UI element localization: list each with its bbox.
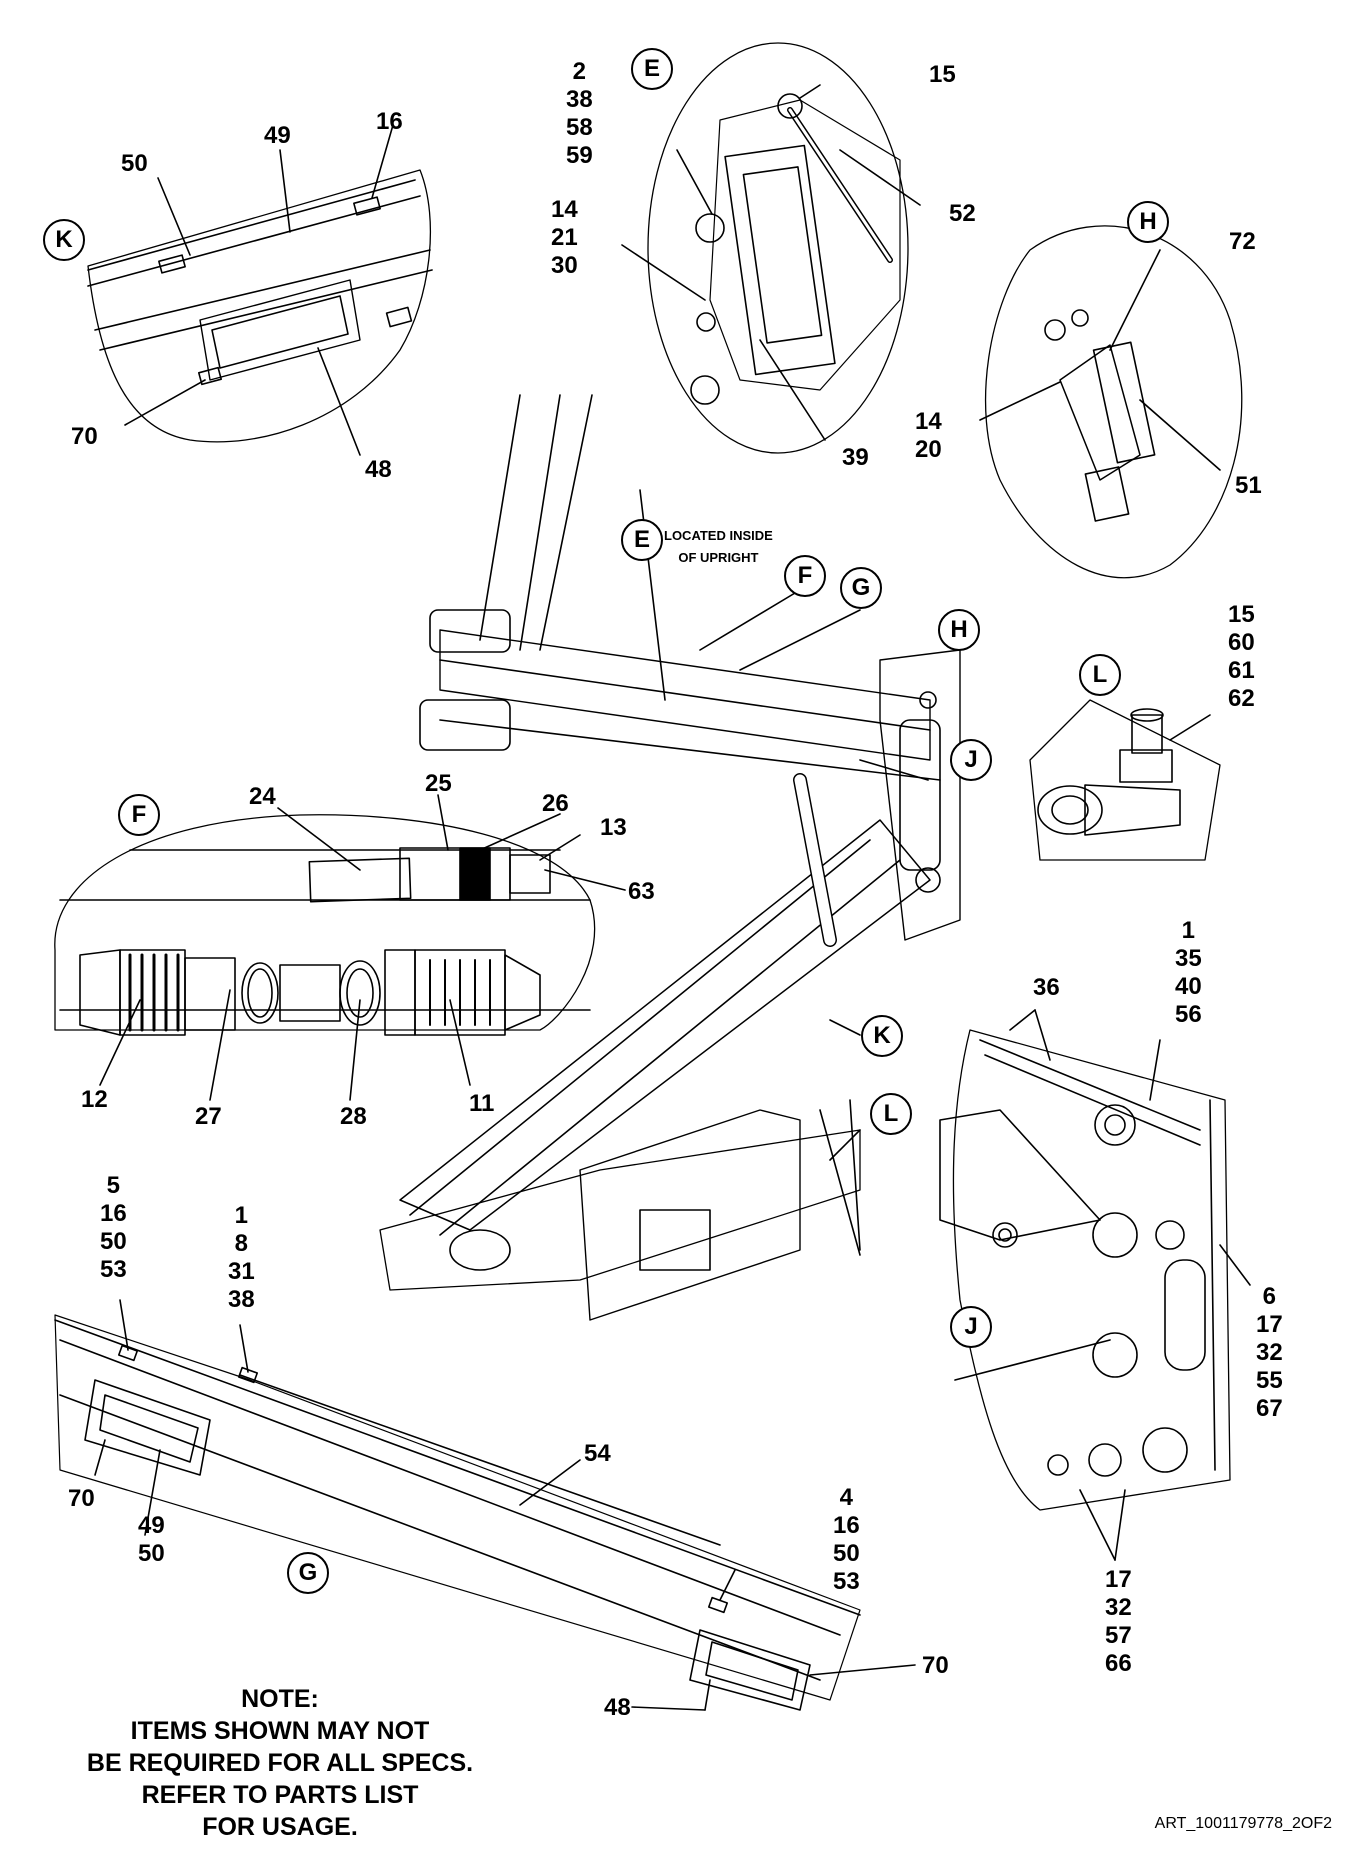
callout-j-main: J bbox=[950, 739, 992, 781]
callout-e-detail: E bbox=[631, 48, 673, 90]
label-g-54: 54 bbox=[584, 1440, 611, 1467]
label-e-stack-a: 2 38 58 59 bbox=[566, 58, 593, 169]
label-g-70-left: 70 bbox=[68, 1485, 95, 1512]
callout-e-main: E bbox=[621, 519, 663, 561]
detail-g-view bbox=[55, 1300, 915, 1710]
label-k-16: 16 bbox=[376, 108, 403, 135]
label-g-48: 48 bbox=[604, 1694, 631, 1721]
label-j-stack-right: 6 17 32 55 67 bbox=[1256, 1283, 1283, 1422]
label-f-28: 28 bbox=[340, 1103, 367, 1130]
callout-h-detail: H bbox=[1127, 201, 1169, 243]
label-k-48: 48 bbox=[365, 456, 392, 483]
callout-k-detail: K bbox=[43, 219, 85, 261]
label-j-36: 36 bbox=[1033, 974, 1060, 1001]
detail-f-view bbox=[55, 795, 625, 1100]
label-k-49: 49 bbox=[264, 122, 291, 149]
detail-j-view bbox=[940, 1010, 1250, 1560]
usage-note: NOTE: ITEMS SHOWN MAY NOT BE REQUIRED FO… bbox=[86, 1685, 474, 1841]
callout-l-detail: L bbox=[1079, 654, 1121, 696]
label-g-stack-49: 49 50 bbox=[138, 1512, 165, 1567]
label-h-51: 51 bbox=[1235, 472, 1262, 499]
detail-k-view bbox=[88, 125, 432, 455]
callout-f-detail: F bbox=[118, 794, 160, 836]
label-h-stack: 14 20 bbox=[915, 408, 942, 463]
label-e-39: 39 bbox=[842, 444, 869, 471]
label-f-11: 11 bbox=[469, 1090, 495, 1117]
label-k-70: 70 bbox=[71, 423, 98, 450]
label-f-25: 25 bbox=[425, 770, 452, 797]
callout-g-detail: G bbox=[287, 1552, 329, 1594]
located-inside-note: LOCATED INSIDE OF UPRIGHT bbox=[664, 528, 773, 565]
label-f-26: 26 bbox=[542, 790, 569, 817]
label-g-stack-right: 4 16 50 53 bbox=[833, 1484, 860, 1595]
callout-f-main: F bbox=[784, 555, 826, 597]
label-f-12: 12 bbox=[81, 1086, 108, 1113]
label-g-70-right: 70 bbox=[922, 1652, 949, 1679]
label-k-50: 50 bbox=[121, 150, 148, 177]
callout-k-main: K bbox=[861, 1015, 903, 1057]
callout-h-main: H bbox=[938, 609, 980, 651]
detail-l-view bbox=[1030, 700, 1220, 860]
label-j-stack-bottom: 17 32 57 66 bbox=[1105, 1566, 1132, 1677]
label-f-24: 24 bbox=[249, 783, 276, 810]
label-e-52: 52 bbox=[949, 200, 976, 227]
label-g-stack-mid: 1 8 31 38 bbox=[228, 1202, 255, 1313]
callout-g-main: G bbox=[840, 567, 882, 609]
label-f-27: 27 bbox=[195, 1103, 222, 1130]
label-j-stack-top: 1 35 40 56 bbox=[1175, 917, 1202, 1028]
label-h-72: 72 bbox=[1229, 228, 1256, 255]
label-f-13: 13 bbox=[600, 814, 627, 841]
label-g-stack-left: 5 16 50 53 bbox=[100, 1172, 127, 1283]
label-e-stack-b: 14 21 30 bbox=[551, 196, 578, 279]
callout-l-main: L bbox=[870, 1093, 912, 1135]
label-f-63: 63 bbox=[628, 878, 655, 905]
label-e-15: 15 bbox=[929, 61, 956, 88]
label-l-stack: 15 60 61 62 bbox=[1228, 601, 1255, 712]
detail-h-view bbox=[980, 226, 1242, 578]
detail-e-view bbox=[622, 43, 920, 453]
main-boom-assembly bbox=[380, 395, 960, 1320]
callout-j-detail: J bbox=[950, 1306, 992, 1348]
art-number: ART_1001179778_2OF2 bbox=[1154, 1815, 1332, 1832]
